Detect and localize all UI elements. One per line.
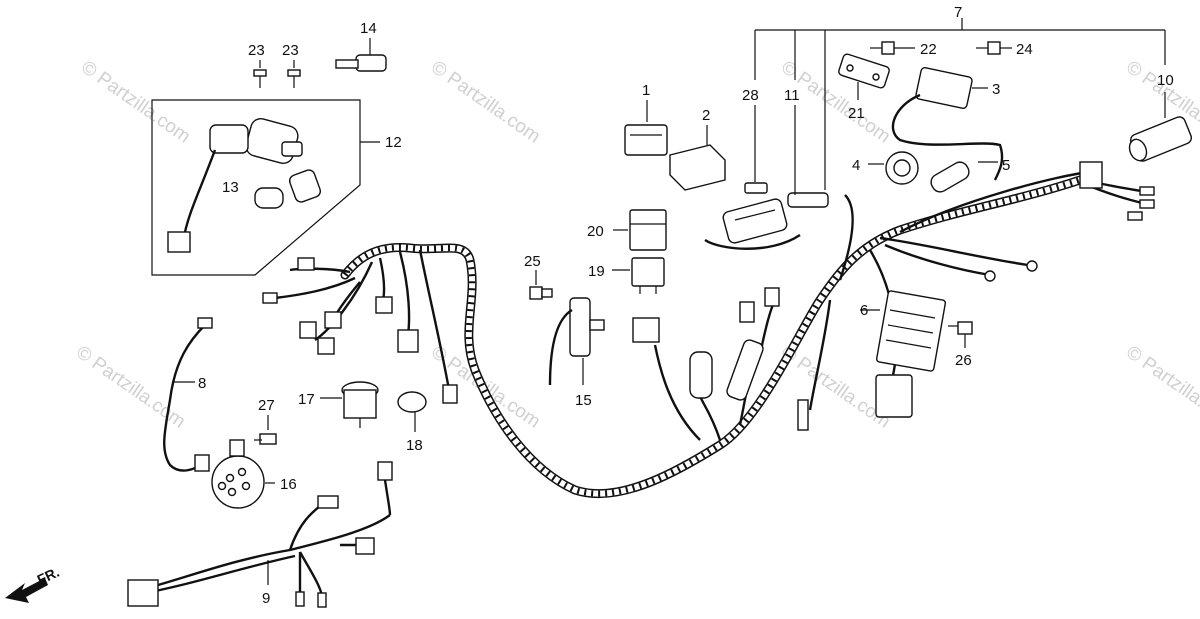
relay-19 bbox=[612, 257, 665, 294]
callout-1: 1 bbox=[642, 82, 650, 99]
fuse-28 bbox=[744, 105, 768, 194]
callout-2: 2 bbox=[702, 107, 710, 124]
connector bbox=[632, 317, 660, 343]
harness-connectors bbox=[262, 161, 1155, 431]
horn-16 bbox=[211, 439, 275, 509]
callout-24: 24 bbox=[1016, 41, 1033, 58]
connector bbox=[1127, 211, 1143, 221]
callout-23: 23 bbox=[282, 42, 299, 59]
connector bbox=[1139, 186, 1155, 196]
key-14 bbox=[335, 38, 387, 72]
ring-terminal bbox=[984, 270, 996, 282]
ignition-coil-3 bbox=[891, 66, 1004, 181]
part-2 bbox=[669, 125, 726, 191]
screw-23 bbox=[253, 60, 301, 88]
callout-25: 25 bbox=[524, 253, 541, 270]
connector bbox=[764, 287, 780, 307]
regulator-6 bbox=[860, 290, 947, 418]
sub-harness-9 bbox=[127, 461, 393, 608]
callout-11: 11 bbox=[784, 87, 800, 104]
main-harness bbox=[274, 170, 1151, 499]
callout-3: 3 bbox=[992, 81, 1000, 98]
band-18 bbox=[397, 391, 427, 432]
ignition-switch-assembly bbox=[151, 99, 380, 276]
plate-21 bbox=[838, 53, 890, 100]
grommet-4 bbox=[868, 151, 919, 185]
connector bbox=[317, 337, 335, 355]
watermark: © Partzilla.com bbox=[77, 57, 194, 148]
bolt-24 bbox=[976, 41, 1012, 55]
plug-cap-5 bbox=[930, 161, 998, 193]
connector bbox=[1079, 161, 1103, 189]
callout-5: 5 bbox=[1002, 157, 1010, 174]
fuse-holder-11 bbox=[704, 105, 801, 250]
connector bbox=[299, 321, 317, 339]
callout-28: 28 bbox=[742, 87, 759, 104]
bolt-25 bbox=[529, 270, 553, 300]
callout-12: 12 bbox=[385, 134, 402, 151]
connector bbox=[397, 329, 419, 353]
watermark: © Partzilla.com bbox=[427, 57, 544, 148]
relay-20 bbox=[613, 209, 667, 251]
part-1 bbox=[624, 100, 668, 156]
callout-7: 7 bbox=[954, 4, 962, 21]
callout-10: 10 bbox=[1157, 72, 1174, 89]
callout-8: 8 bbox=[198, 375, 206, 392]
callout-19: 19 bbox=[588, 263, 605, 280]
callout-21: 21 bbox=[848, 105, 865, 122]
bolt-26 bbox=[948, 321, 973, 348]
callout-4: 4 bbox=[852, 157, 860, 174]
callout-18: 18 bbox=[406, 437, 423, 454]
bolt-27 bbox=[254, 415, 277, 445]
harness-clamp bbox=[726, 339, 764, 401]
connector bbox=[324, 311, 342, 329]
callout-14: 14 bbox=[360, 20, 377, 37]
callout-13: 13 bbox=[222, 179, 239, 196]
front-label: FR. bbox=[35, 564, 62, 588]
connector bbox=[377, 461, 393, 481]
bolt-22 bbox=[870, 41, 915, 55]
connector bbox=[739, 301, 755, 323]
callout-9: 9 bbox=[262, 590, 270, 607]
connector bbox=[295, 591, 305, 607]
callout-26: 26 bbox=[955, 352, 972, 369]
connector bbox=[797, 399, 809, 431]
connector bbox=[127, 579, 159, 607]
connector bbox=[297, 257, 315, 271]
callout-22: 22 bbox=[920, 41, 937, 58]
callout-15: 15 bbox=[575, 392, 592, 409]
callout-20: 20 bbox=[587, 223, 604, 240]
callout-27: 27 bbox=[258, 397, 275, 414]
part-15 bbox=[548, 297, 605, 386]
bracket-7 bbox=[754, 18, 1166, 190]
connector bbox=[317, 592, 327, 608]
connector bbox=[355, 537, 375, 555]
callout-23: 23 bbox=[248, 42, 265, 59]
connector bbox=[375, 296, 393, 314]
wire-8 bbox=[163, 317, 213, 472]
connector bbox=[442, 384, 458, 404]
cap-10 bbox=[1128, 92, 1193, 162]
ring-terminal bbox=[1026, 260, 1038, 272]
socket-17 bbox=[320, 381, 379, 428]
connector bbox=[689, 351, 713, 399]
callout-16: 16 bbox=[280, 476, 297, 493]
harness-clamp bbox=[787, 192, 829, 208]
watermark: © Partzilla.com bbox=[1122, 342, 1200, 433]
front-arrow-icon: FR. bbox=[5, 564, 62, 603]
connector bbox=[1139, 199, 1155, 209]
callout-17: 17 bbox=[298, 391, 315, 408]
connector bbox=[317, 495, 339, 509]
callout-6: 6 bbox=[860, 302, 868, 319]
connector bbox=[262, 292, 278, 304]
